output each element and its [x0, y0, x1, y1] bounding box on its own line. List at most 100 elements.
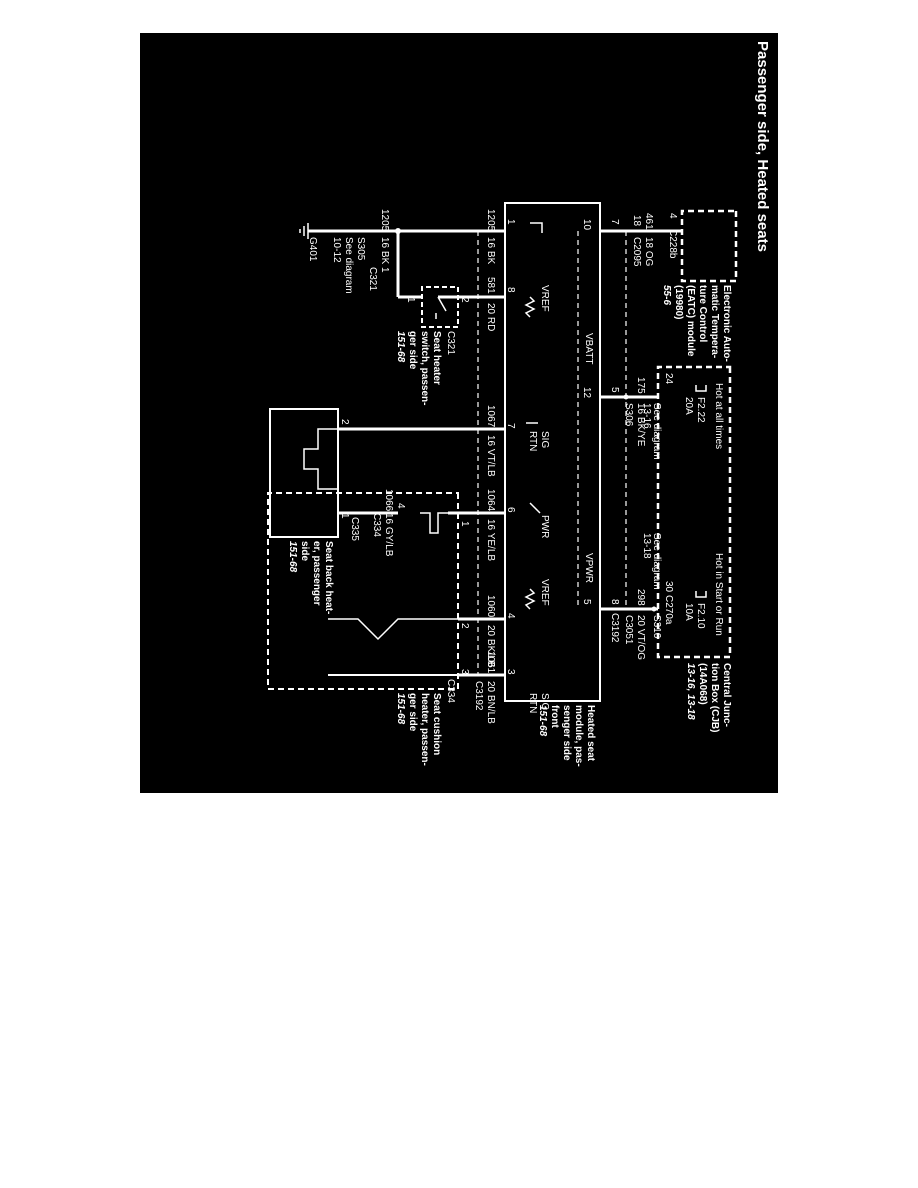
label-1067: 1067	[485, 405, 496, 428]
label-461: 461	[643, 213, 654, 230]
svg-text:matic Tempera-: matic Tempera-	[709, 285, 720, 358]
label-1061: 1061	[485, 651, 496, 674]
label-1205-top: 1205	[485, 209, 496, 232]
cushion-pin-3: 3	[459, 669, 470, 675]
label-1060: 1060	[485, 595, 496, 618]
cjb-box	[656, 365, 732, 659]
cjb-hot-all: Hot at all times	[713, 383, 724, 449]
switch-label: Seat heater switch, passen- ger side 151…	[395, 331, 442, 405]
svg-text:13-16, 13-18: 13-16, 13-18	[685, 663, 696, 720]
fuse-f222-icon	[695, 385, 707, 392]
svg-text:(14A068): (14A068)	[697, 663, 708, 705]
label-581: 581	[485, 277, 496, 294]
pwr-switch-icon	[529, 502, 541, 514]
label-18og: 18 OG	[643, 237, 654, 267]
pwr-label: PWR	[539, 515, 550, 538]
eatc-label: Electronic Auto- matic Tempera- ture Con…	[661, 285, 732, 362]
cjb-hot-run: Hot in Start or Run	[713, 553, 724, 636]
seat-back-element-icon	[303, 428, 338, 490]
svg-text:side: side	[299, 541, 310, 561]
switch-connector: C321	[445, 331, 456, 355]
fuse-f222-amp: 20A	[683, 397, 694, 415]
label-c2095: C2095	[631, 237, 642, 267]
ground-16bk: 16 BK	[379, 237, 390, 265]
label-16gylb: 16 GY/LB	[383, 513, 394, 557]
diagram-title: Passenger side, Heated seats	[754, 41, 771, 252]
ground-1205: 1205	[379, 209, 390, 232]
label-175: 175	[635, 377, 646, 394]
label-p7: 7	[609, 219, 620, 225]
vref-label-1: VREF	[539, 285, 550, 312]
wiring-diagram-panel: Passenger side, Heated seats Electronic …	[140, 33, 778, 793]
label-16bkye: 16 BK/YE	[635, 403, 646, 447]
heated-seat-module-box	[504, 202, 601, 702]
vref-resistor-icon-2	[524, 588, 536, 610]
eatc-module-box	[680, 209, 738, 283]
module-connector: C3192	[609, 613, 620, 643]
switch-contact-icon	[435, 296, 447, 319]
module-pin-4: 4	[505, 613, 516, 619]
label-16bk-top: 16 BK	[485, 237, 496, 265]
svg-text:ger side: ger side	[407, 331, 418, 370]
label-1066: 1066	[383, 489, 394, 512]
splice-s306	[623, 394, 629, 400]
svg-text:switch, passen-: switch, passen-	[419, 331, 430, 405]
svg-text:ger side: ger side	[407, 693, 418, 732]
cjb-connector: C270a	[663, 595, 674, 625]
svg-text:Electronic Auto-: Electronic Auto-	[721, 285, 732, 362]
back-heater-connector: C335	[349, 517, 360, 541]
vref-label-2: VREF	[539, 579, 550, 606]
module-pin-7: 7	[505, 423, 516, 429]
label-see1316: See diagram	[651, 403, 662, 460]
thermistor-icon	[328, 618, 458, 641]
svg-text:heater, passen-: heater, passen-	[419, 693, 430, 766]
cjb-pin-30: 30	[663, 581, 674, 593]
label-16yelb: 16 YE/LB	[485, 519, 496, 561]
fuse-f210-label: F2.10	[695, 603, 706, 629]
label-20rd: 20 RD	[485, 303, 496, 331]
back-heater-pin-1: 1	[339, 513, 350, 519]
label-see1316b: 13-16	[641, 403, 652, 429]
svg-text:Heated seat: Heated seat	[585, 705, 596, 762]
module-pin-8: 8	[505, 287, 516, 293]
rtn-label-2: RTN	[527, 693, 538, 713]
ground-see-ref: 10-12	[331, 237, 342, 263]
cushion-pin-1: 1	[459, 521, 470, 527]
cushion-pin-4: 4	[395, 503, 406, 509]
svg-text:151-68: 151-68	[395, 331, 406, 363]
switch-pin-1: 1	[405, 297, 416, 303]
svg-text:Central Junc-: Central Junc-	[721, 663, 732, 727]
ground-see: See diagram	[343, 237, 354, 294]
svg-text:module, pas-: module, pas-	[573, 705, 584, 767]
ground-icon	[299, 223, 309, 239]
seat-back-heater-box	[269, 408, 339, 538]
label-p5: 5	[609, 387, 620, 393]
cushion-connector: C334	[445, 679, 456, 703]
svg-text:senger side: senger side	[561, 705, 572, 761]
svg-text:151-68: 151-68	[287, 541, 298, 573]
cjb-label: Central Junc- tion Box (CJB) (14A068) 13…	[685, 663, 732, 732]
wiring-diagram: Passenger side, Heated seats Electronic …	[267, 41, 771, 767]
module-pin-12: 12	[581, 387, 592, 399]
module-vbatt: VBATT	[583, 333, 594, 364]
cushion-element-icon	[420, 512, 448, 534]
rtn-label-1: RTN	[527, 431, 538, 451]
svg-text:front: front	[549, 705, 560, 728]
svg-text:(19980): (19980)	[673, 285, 684, 319]
splice-s305	[395, 228, 401, 234]
module-pin-5: 5	[581, 599, 592, 605]
svg-text:(EATC) module: (EATC) module	[685, 285, 696, 357]
cushion-heater-label: Seat cushion heater, passen- ger side 15…	[395, 693, 442, 766]
label-p8b: 8	[609, 599, 620, 605]
eatc-connector: C228b	[667, 229, 678, 259]
svg-text:tion Box (CJB): tion Box (CJB)	[709, 663, 720, 732]
ground-pin-1: 1	[379, 267, 390, 273]
back-heater-pin-2: 2	[339, 419, 350, 425]
label-c3192-b: C3192	[473, 681, 484, 711]
module-label: Heated seat module, pas- senger side fro…	[537, 705, 596, 767]
svg-text:ture Control: ture Control	[697, 285, 708, 342]
label-16vtlb: 16 VT/LB	[485, 435, 496, 477]
ground-c321: C321	[367, 267, 378, 291]
label-see1318b: 13-18	[641, 533, 652, 559]
svg-text:Seat heater: Seat heater	[431, 331, 442, 385]
